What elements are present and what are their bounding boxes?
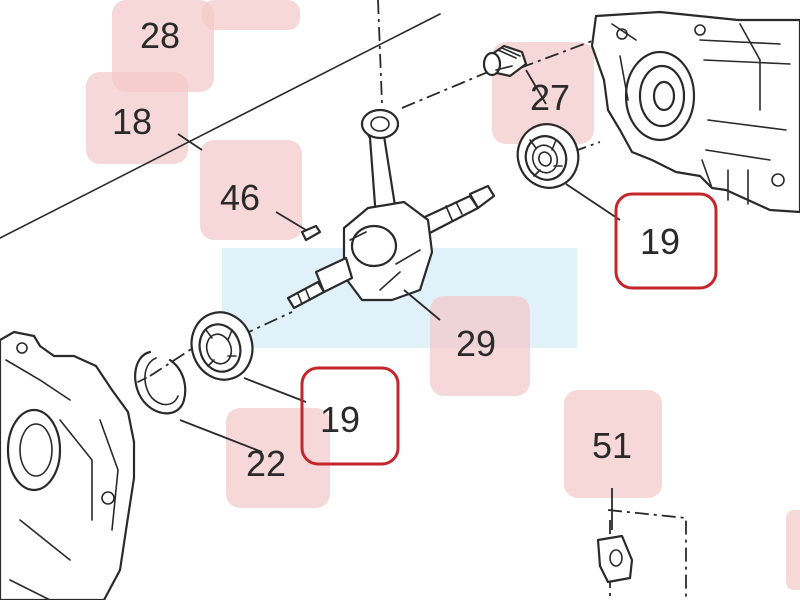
- callout-bg-18: [86, 72, 188, 164]
- leader-lines: [177, 69, 621, 530]
- callout-backgrounds: [86, 0, 800, 590]
- callout-46: 46: [220, 177, 260, 218]
- crankcase-left: [0, 330, 136, 600]
- callout-27: 27: [530, 77, 570, 118]
- woodruff-key: [300, 224, 322, 242]
- crankshaft-assembly: [286, 108, 496, 310]
- ball-bearing-lower: [190, 311, 254, 381]
- callout-22: 22: [246, 443, 286, 484]
- highlight-ring-19-upper: [614, 192, 718, 290]
- callout-bg-46: [200, 140, 302, 240]
- callout-51: 51: [592, 425, 632, 466]
- callout-18: 18: [112, 101, 152, 142]
- callout-numbers: 28 18 27 46 19 29 19 22 51: [112, 15, 680, 484]
- highlight-ring-19-lower: [300, 366, 400, 466]
- callout-bg-29: [430, 296, 530, 396]
- callout-19-upper: 19: [640, 221, 680, 262]
- callout-bg-28: [112, 0, 214, 92]
- crankcase-right: [590, 10, 800, 214]
- circlip: [134, 350, 187, 415]
- callout-29: 29: [456, 323, 496, 364]
- callout-bg-edge: [786, 510, 800, 590]
- ball-bearing-upper: [516, 123, 580, 189]
- small-clip: [596, 534, 634, 584]
- needle-bearing: [482, 44, 528, 78]
- callout-28: 28: [140, 15, 180, 56]
- frame-line: [0, 13, 441, 239]
- callout-bg-51: [564, 390, 662, 498]
- callout-bg-28b: [202, 0, 300, 30]
- callout-19-lower: 19: [320, 399, 360, 440]
- callout-bg-22: [226, 408, 330, 508]
